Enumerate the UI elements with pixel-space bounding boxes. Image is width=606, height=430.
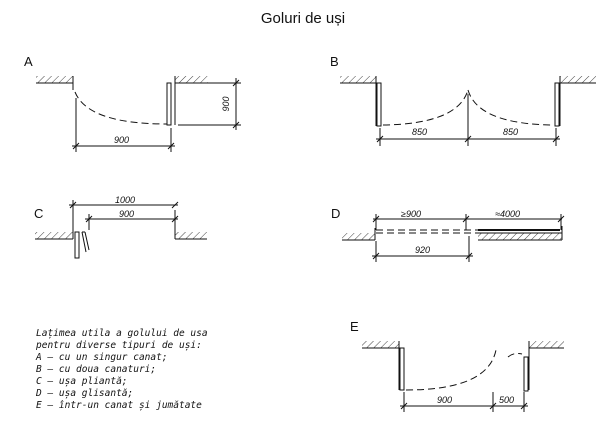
figure-b-left-label: 850: [412, 127, 427, 137]
legend-line: C – ușa pliantă;: [36, 376, 128, 387]
figure-c-wall-left: [35, 222, 74, 240]
figure-d-right-top-label: ≈4000: [495, 209, 520, 219]
figure-d-bottom-label: 920: [415, 245, 430, 255]
figure-b-swing-arc-left: [382, 89, 469, 126]
legend-line: A – cu un singur canat;: [35, 352, 168, 363]
figure-b-right-label: 850: [503, 127, 518, 137]
figure-b-dimension: [376, 94, 560, 146]
figure-b: B 850 850: [330, 54, 596, 146]
figure-c-folded-leaves: [74, 231, 90, 259]
figure-e-side-label: 500: [499, 395, 514, 405]
figure-e-dimension: [400, 392, 528, 412]
legend-line: Lațimea utila a golului de usa: [36, 328, 208, 339]
figure-b-wall-left: [340, 76, 377, 126]
figure-b-wall-right: [559, 76, 596, 126]
figure-c: C 1000 900: [34, 195, 207, 259]
figure-e-main-label: 900: [437, 395, 452, 405]
figure-e-main-leaf: [399, 347, 405, 391]
figure-a-label: A: [24, 54, 33, 69]
figure-d-top-dimension: [372, 214, 565, 230]
figure-e-label: E: [350, 319, 359, 334]
legend-line: pentru diverse tipuri de uși:: [35, 340, 202, 351]
figure-b-swing-arc-right: [467, 89, 554, 126]
figure-a-width-label: 900: [114, 135, 129, 145]
figure-c-inner-dimension: [85, 214, 179, 230]
figure-e-main-swing-arc: [405, 349, 497, 391]
figure-a-height-label: 900: [221, 96, 231, 111]
figure-a-door-leaf: [166, 82, 172, 126]
figure-d-bottom-dimension: [372, 236, 473, 262]
figure-e-half-swing-arc: [507, 352, 523, 358]
figure-a-height-dimension: [178, 78, 241, 130]
figure-d-left-top-label: ≥900: [401, 209, 421, 219]
figure-d-sliding-panel: [376, 229, 560, 234]
figure-e-half-leaf: [523, 356, 529, 392]
figure-c-wall-right: [174, 210, 207, 240]
legend-line: D – ușa glisantă;: [35, 388, 133, 399]
figure-c-outer-label: 1000: [115, 195, 135, 205]
figure-d: D ≥900 ≈4000: [331, 206, 565, 262]
figure-d-label: D: [331, 206, 340, 221]
legend-line: E – într-un canat și jumătate: [36, 400, 202, 411]
figure-a-wall-left: [36, 76, 74, 90]
figure-a: A 900 900: [24, 54, 241, 152]
figure-a-width-dimension: [72, 98, 175, 152]
figure-e-wall-right: [528, 341, 564, 390]
figure-b-label: B: [330, 54, 339, 69]
legend-line: B – cu doua canaturi;: [36, 364, 156, 375]
figure-a-swing-arc: [74, 91, 168, 125]
legend: Lațimea utila a golului de usa pentru di…: [35, 328, 208, 411]
figure-c-inner-label: 900: [119, 209, 134, 219]
figure-b-door-leaf-right: [554, 82, 560, 127]
figure-d-wall-left: [342, 228, 376, 241]
figure-d-wall-right: [478, 226, 563, 241]
figure-c-label: C: [34, 206, 43, 221]
figure-e: E 900 500: [350, 319, 564, 412]
page-title: Goluri de uși: [260, 10, 346, 27]
figure-b-door-leaf-left: [376, 82, 382, 127]
figure-c-outer-dimension: [69, 200, 179, 222]
figure-e-wall-left: [362, 341, 400, 390]
